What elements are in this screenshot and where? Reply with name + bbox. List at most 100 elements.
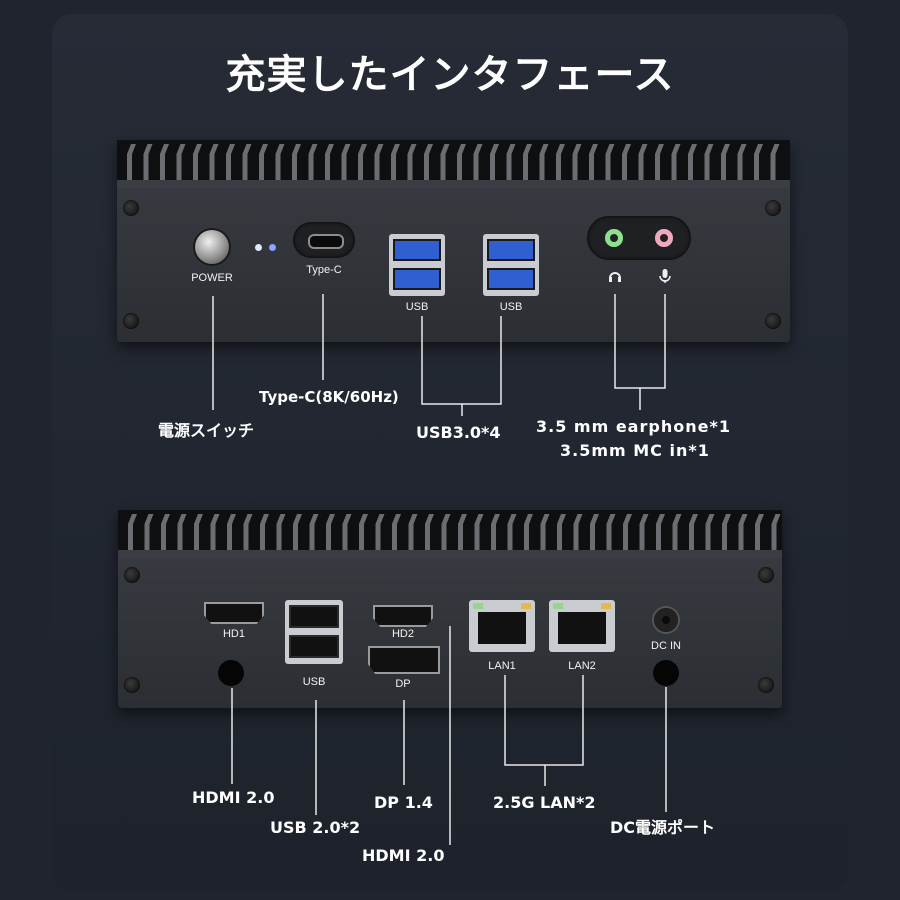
power-label: POWER <box>191 272 233 284</box>
page-title: 充実したインタフェース <box>225 52 675 98</box>
heatsink-fin <box>606 514 616 558</box>
led <box>521 603 531 609</box>
callout-typec: Type-C(8K/60Hz) <box>259 388 399 406</box>
heatsink-fin <box>737 144 747 188</box>
heatsink-fin <box>738 514 748 558</box>
screw <box>124 677 140 693</box>
mic-jack[interactable] <box>655 229 673 247</box>
heatsink-fin <box>275 144 285 188</box>
heatsink-fin <box>671 144 681 188</box>
heatsink-fin <box>127 144 136 188</box>
heatsink-fin <box>161 514 170 558</box>
callout-lan: 2.5G LAN*2 <box>493 793 596 812</box>
heatsink-fin <box>638 144 648 188</box>
heatsink-fin <box>358 144 367 188</box>
screw <box>765 200 781 216</box>
typec-port[interactable] <box>308 234 344 249</box>
heatsink-fin <box>374 144 384 188</box>
screw <box>123 313 139 329</box>
callout-dp: DP 1.4 <box>374 793 433 812</box>
heatsink-fin <box>539 144 549 188</box>
status-led <box>255 244 262 251</box>
front-panel: POWER Type-C USB USB <box>117 140 790 342</box>
lan1-label: LAN1 <box>488 660 516 672</box>
typec-label: Type-C <box>306 264 342 276</box>
heatsink-fin <box>722 514 731 558</box>
heatsink-fin <box>721 144 730 188</box>
heatsink-fin <box>655 144 664 188</box>
heatsink-fin <box>407 144 417 188</box>
led <box>601 603 611 609</box>
heatsink-fin <box>210 514 220 558</box>
displayport[interactable] <box>368 646 440 674</box>
callout-hdmi-left: HDMI 2.0 <box>192 788 275 807</box>
heatsink-fin <box>160 144 169 188</box>
callout-usb3: USB3.0*4 <box>416 423 501 442</box>
audio-port-bezel <box>587 216 691 260</box>
earphone-jack[interactable] <box>605 229 623 247</box>
callout-dc-power: DC電源ポート <box>610 818 716 837</box>
usb2-port[interactable] <box>289 635 339 658</box>
screw <box>758 567 774 583</box>
usb3-port[interactable] <box>487 268 535 290</box>
callout-power-switch: 電源スイッチ <box>158 421 255 440</box>
heatsink-fin <box>424 144 433 188</box>
lan-port-2[interactable] <box>549 600 615 652</box>
heatsink-fin <box>639 514 649 558</box>
hdmi-port-2[interactable] <box>373 605 433 627</box>
heatsink-fin <box>309 514 319 558</box>
screw <box>123 200 139 216</box>
rj45-socket <box>558 612 606 644</box>
screw <box>758 677 774 693</box>
hdmi-port-1[interactable] <box>204 602 264 624</box>
heatsink-fin <box>359 514 368 558</box>
power-button[interactable] <box>195 230 229 264</box>
heatsink-fin <box>177 514 187 558</box>
heatsink-fin <box>590 514 599 558</box>
usb2-port-pair <box>285 600 343 664</box>
heatsink-fin <box>391 144 400 188</box>
heatsink-fin <box>507 514 517 558</box>
heatsink-fin <box>770 144 780 188</box>
usb3-port[interactable] <box>393 268 441 290</box>
heatsink-fins <box>117 140 790 188</box>
status-led <box>269 244 276 251</box>
heatsink-fin <box>688 144 697 188</box>
heatsink-fin <box>326 514 335 558</box>
dcin-label: DC IN <box>651 640 681 652</box>
heatsink-fin <box>490 144 499 188</box>
dc-in-jack[interactable] <box>654 608 678 632</box>
heatsink-fin <box>194 514 203 558</box>
heatsink-fin <box>293 514 302 558</box>
usb3-port[interactable] <box>487 239 535 261</box>
heatsink-fin <box>473 144 483 188</box>
heatsink-fin <box>705 514 715 558</box>
callout-usb2: USB 2.0*2 <box>270 818 361 837</box>
led <box>553 603 563 609</box>
heatsink-fin <box>656 514 665 558</box>
usb3-port-pair-left <box>389 234 445 296</box>
heatsink-fin <box>144 514 154 558</box>
heatsink-fin <box>506 144 516 188</box>
headphone-icon <box>607 268 623 284</box>
lan-port-1[interactable] <box>469 600 535 652</box>
heatsink-fin <box>771 514 781 558</box>
usb3-port[interactable] <box>393 239 441 261</box>
antenna-hole <box>218 660 244 686</box>
heatsink-fin <box>276 514 286 558</box>
heatsink-fin <box>589 144 598 188</box>
heatsink-fin <box>392 514 401 558</box>
usb2-port[interactable] <box>289 605 339 628</box>
heatsink-fin <box>242 144 252 188</box>
heatsink-fin <box>523 144 532 188</box>
heatsink-fin <box>341 144 351 188</box>
heatsink-fin <box>176 144 186 188</box>
usb-label: USB <box>302 676 326 688</box>
led <box>473 603 483 609</box>
heatsink-fin <box>557 514 566 558</box>
heatsink-fin <box>441 514 451 558</box>
hd1-label: HD1 <box>222 628 245 640</box>
heatsink-fin <box>227 514 236 558</box>
heatsink-fin <box>704 144 714 188</box>
